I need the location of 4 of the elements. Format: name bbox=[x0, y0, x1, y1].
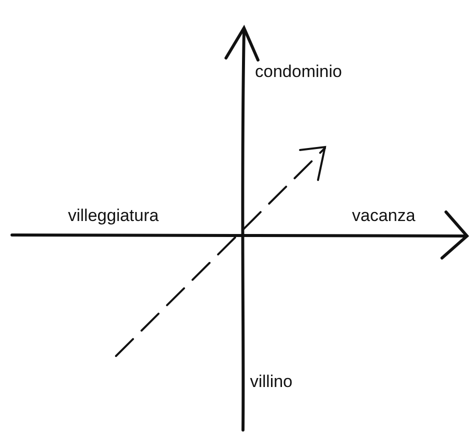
axis-label: condominio bbox=[255, 62, 342, 82]
axis-label: vacanza bbox=[352, 206, 416, 226]
axis-label: villino bbox=[250, 372, 293, 392]
axis-label: villeggiatura bbox=[68, 206, 159, 226]
